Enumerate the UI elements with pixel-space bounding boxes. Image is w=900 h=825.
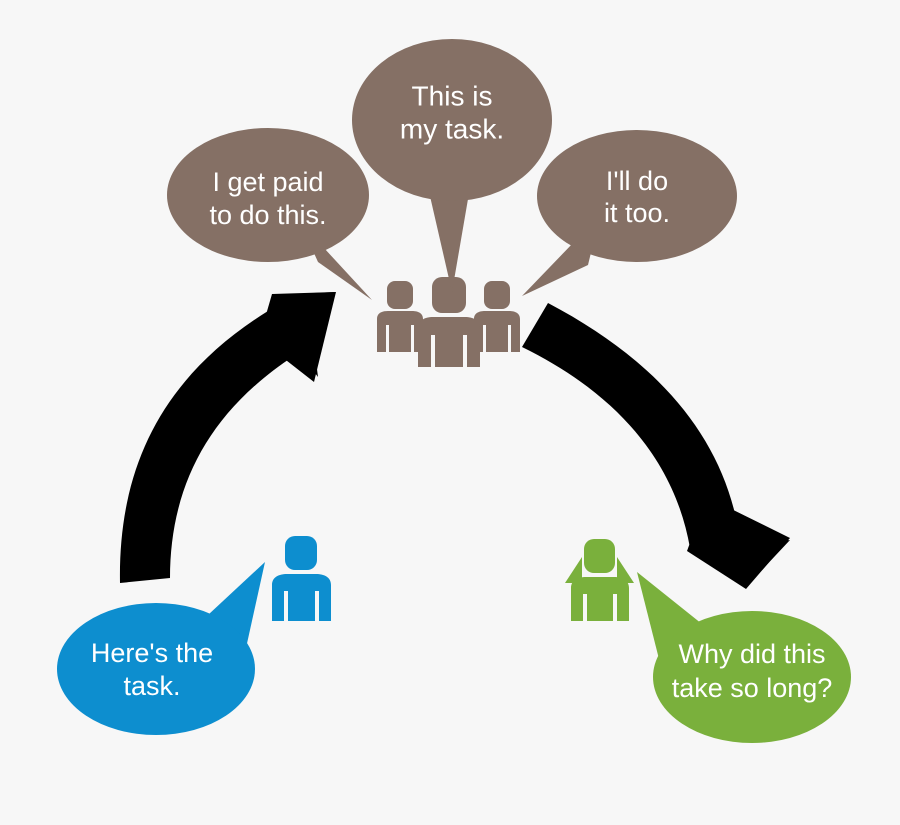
receiver-bubble-line-1: Why did this bbox=[678, 639, 825, 669]
three-people-group-figure bbox=[377, 277, 520, 367]
team-bubble-center: This is my task. bbox=[352, 39, 552, 292]
green-person-head bbox=[584, 539, 615, 573]
team-bubble-right: I'll do it too. bbox=[522, 130, 737, 296]
right-arrow bbox=[522, 303, 790, 589]
requester-bubble-body bbox=[57, 603, 255, 735]
team-person-right-head bbox=[484, 281, 510, 309]
left-arrow-shaft bbox=[119, 311, 301, 583]
team-bubble-right-line-1: I'll do bbox=[606, 166, 668, 196]
blue-person-head bbox=[285, 536, 317, 570]
blue-person-figure bbox=[272, 536, 331, 621]
receiver-bubble-line-2: take so long? bbox=[672, 673, 833, 703]
green-person-hair-right bbox=[617, 557, 634, 583]
team-person-center-body bbox=[418, 317, 480, 367]
green-person-figure bbox=[565, 539, 634, 621]
team-person-center-head bbox=[432, 277, 466, 313]
right-arrow-shaft bbox=[522, 303, 740, 548]
requester-bubble: Here's the task. bbox=[57, 562, 265, 735]
team-bubble-right-body bbox=[537, 130, 737, 262]
team-person-right-body bbox=[474, 311, 520, 352]
team-person-left-head bbox=[387, 281, 413, 309]
requester-bubble-line-1: Here's the bbox=[91, 638, 213, 668]
receiver-bubble-body bbox=[653, 611, 851, 743]
requester-bubble-line-2: task. bbox=[123, 671, 180, 701]
left-arrow-head-fill bbox=[259, 292, 336, 382]
team-bubble-center-line-1: This is bbox=[412, 80, 493, 111]
receiver-bubble: Why did this take so long? bbox=[637, 572, 851, 743]
green-person-hair-left bbox=[565, 557, 582, 583]
right-arrow-head-fill bbox=[687, 497, 790, 589]
team-bubble-left: I get paid to do this. bbox=[167, 128, 372, 300]
team-bubble-right-line-2: it too. bbox=[604, 198, 670, 228]
blue-person-body bbox=[272, 574, 331, 621]
team-bubble-center-line-2: my task. bbox=[400, 113, 504, 144]
team-person-left-body bbox=[377, 311, 423, 352]
team-bubble-left-line-1: I get paid bbox=[212, 167, 323, 197]
green-person-body bbox=[571, 577, 629, 621]
left-arrow bbox=[119, 292, 336, 583]
team-bubble-left-body bbox=[167, 128, 369, 262]
team-bubble-left-line-2: to do this. bbox=[209, 200, 326, 230]
team-bubble-center-body bbox=[352, 39, 552, 201]
